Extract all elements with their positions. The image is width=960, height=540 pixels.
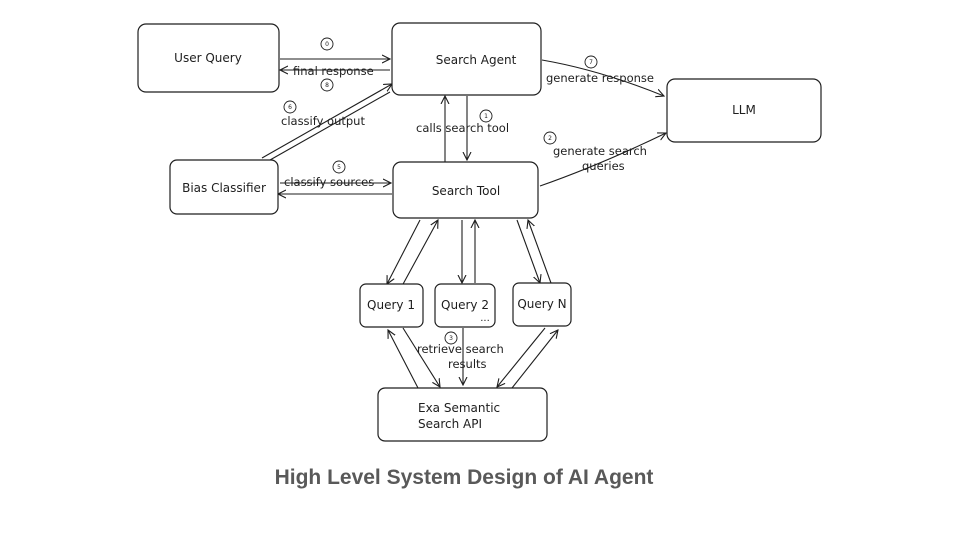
edge-exa-api-to-query-1 xyxy=(388,330,419,389)
bias-classifier-label: Bias Classifier xyxy=(182,181,266,195)
step-badge-8: 8 xyxy=(320,78,334,92)
svg-text:6: 6 xyxy=(288,104,292,111)
query-n-label: Query N xyxy=(517,297,566,311)
exa-api-label-line2: Search API xyxy=(418,417,482,431)
classify-sources-label: classify sources xyxy=(284,175,374,189)
generate-search-queries-label-line1: generate search xyxy=(553,144,647,158)
step-badge-7: 7 xyxy=(584,55,598,69)
query-2-node: Query 2 ... xyxy=(434,283,496,328)
query-1-node: Query 1 xyxy=(359,283,424,328)
llm-label: LLM xyxy=(732,103,756,117)
svg-text:0: 0 xyxy=(325,41,329,48)
final-response-label: final response xyxy=(293,64,374,78)
search-tool-node: Search Tool xyxy=(392,161,539,219)
edge-query-1-to-exa-api xyxy=(402,327,440,387)
edge-exa-api-to-query-n xyxy=(511,330,558,389)
step-badge-3: 3 xyxy=(444,331,458,345)
edge-query-n-to-exa-api xyxy=(497,327,546,387)
query-n-node: Query N xyxy=(512,282,572,327)
edge-bias-classifier-to-search-agent xyxy=(261,84,392,159)
retrieve-search-results-label-line1: retrieve search xyxy=(417,342,504,356)
exa-api-label-line1: Exa Semantic xyxy=(418,401,500,415)
user-query-label: User Query xyxy=(174,51,242,65)
edge-query-n-to-search-tool xyxy=(528,220,552,284)
exa-search-api-node: Exa Semantic Search API xyxy=(377,387,548,442)
search-agent-label: Search Agent xyxy=(436,53,517,67)
bias-classifier-node: Bias Classifier xyxy=(169,159,279,215)
query-1-label: Query 1 xyxy=(367,298,415,312)
edge-search-tool-to-query-1 xyxy=(387,219,421,284)
svg-text:3: 3 xyxy=(449,335,453,342)
step-badge-0: 0 xyxy=(320,37,334,51)
diagram-caption: High Level System Design of AI Agent xyxy=(274,466,654,489)
user-query-node: User Query xyxy=(137,23,280,93)
classify-output-label: classify output xyxy=(281,114,365,128)
step-badge-1: 1 xyxy=(479,109,493,123)
edge-search-agent-to-bias-classifier xyxy=(269,91,391,161)
edge-search-agent-to-llm xyxy=(541,59,664,96)
svg-text:2: 2 xyxy=(548,135,552,142)
calls-search-tool-label: calls search tool xyxy=(416,121,509,135)
svg-text:5: 5 xyxy=(337,164,341,171)
retrieve-search-results-label-line2: results xyxy=(448,357,487,371)
llm-node: LLM xyxy=(666,78,822,143)
edge-search-tool-to-llm xyxy=(539,133,666,187)
generate-response-label: generate response xyxy=(546,71,654,85)
svg-text:8: 8 xyxy=(325,82,329,89)
svg-text:7: 7 xyxy=(589,59,593,66)
query-2-label: Query 2 xyxy=(441,298,489,312)
edge-search-tool-to-query-n xyxy=(516,219,540,283)
edge-query-1-to-search-tool xyxy=(401,220,438,287)
generate-search-queries-label-line2: queries xyxy=(582,159,625,173)
step-badge-5: 5 xyxy=(332,160,346,174)
query-2-ellipsis: ... xyxy=(480,313,490,324)
step-badge-6: 6 xyxy=(283,100,297,114)
step-badge-2: 2 xyxy=(543,131,557,145)
svg-text:1: 1 xyxy=(484,113,488,120)
search-agent-node: Search Agent xyxy=(391,22,542,96)
search-tool-label: Search Tool xyxy=(432,184,500,198)
